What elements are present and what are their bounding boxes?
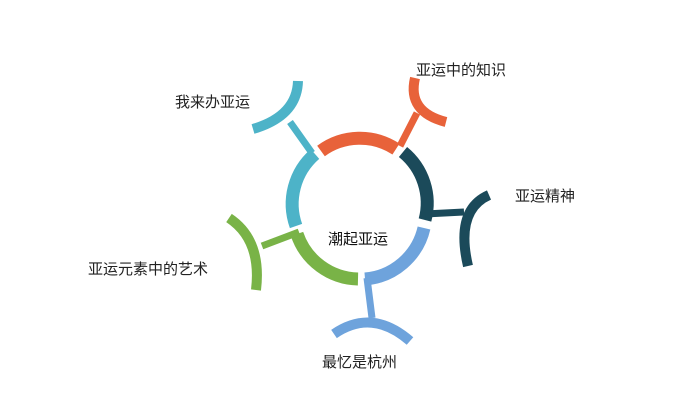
ring-segment-hangzhou	[364, 226, 431, 286]
branch-label-knowledge: 亚运中的知识	[416, 61, 507, 79]
branch-label-host: 我来办亚运	[175, 93, 251, 111]
branch-hangzhou	[331, 277, 414, 345]
branch-art	[226, 213, 301, 291]
ring-segment-host	[285, 149, 320, 229]
center-label: 潮起亚运	[328, 230, 389, 248]
branch-spirit	[424, 190, 492, 268]
ring-segment-knowledge	[317, 131, 400, 157]
branch-label-hangzhou: 最忆是杭州	[322, 353, 398, 371]
branch-label-art: 亚运元素中的艺术	[88, 260, 209, 278]
ring-segment-spirit	[398, 146, 434, 222]
ring	[285, 131, 434, 286]
branch-knowledge	[396, 76, 448, 148]
branch-label-spirit: 亚运精神	[515, 187, 576, 205]
ring-segment-art	[290, 231, 359, 286]
branch-host	[251, 80, 315, 156]
